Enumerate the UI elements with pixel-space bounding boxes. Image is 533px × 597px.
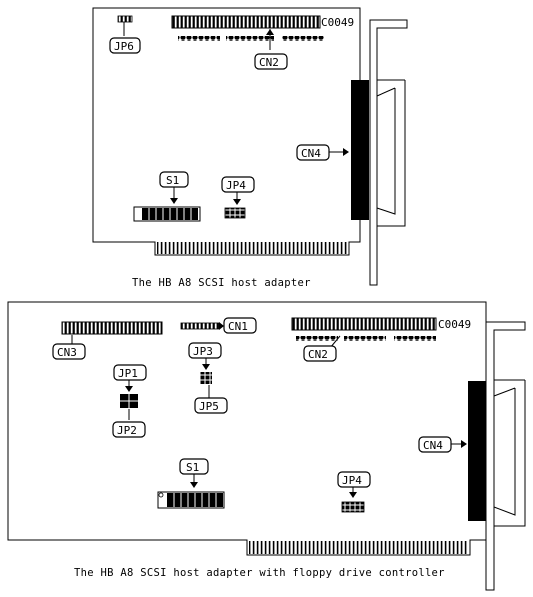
bottom-cn3-label: CN3: [57, 346, 77, 359]
bottom-jp3-tag: JP3: [188, 342, 222, 359]
bottom-cn1-tag: CN1: [223, 317, 257, 334]
bottom-jp1-tag: JP1: [113, 364, 147, 381]
top-caption: The HB A8 SCSI host adapter: [132, 277, 311, 289]
bottom-jp5-tag: JP5: [194, 397, 228, 414]
top-jp6-tag: JP6: [109, 37, 141, 54]
top-s1-tag: S1: [159, 171, 189, 188]
bottom-cn4-tag: CN4: [418, 436, 452, 453]
bottom-jp1-jp2-jumpers: [120, 394, 138, 408]
bottom-jp3-jumper: [200, 372, 212, 384]
top-cn2-label: CN2: [259, 56, 279, 69]
top-jp4-jumper: [224, 207, 246, 219]
bottom-cn2-beads-mid: [344, 336, 386, 341]
bottom-s1-label: S1: [186, 461, 199, 474]
top-cn2-tag: CN2: [254, 53, 288, 70]
bottom-diagram: CN3 CN1 C0049 CN2 JP3 JP5: [7, 301, 526, 591]
bottom-cn4-connector: [468, 381, 486, 521]
bottom-cn1-header: [180, 322, 220, 330]
bottom-edge-connector: [249, 541, 468, 554]
bottom-jp5-label: JP5: [199, 400, 219, 413]
bottom-jp1-label: JP1: [118, 367, 138, 380]
bottom-jp4-tag: JP4: [337, 471, 371, 488]
top-cn4-label: CN4: [301, 147, 321, 160]
bottom-jp2-tag: JP2: [112, 421, 146, 438]
bottom-cn2-tag: CN2: [303, 345, 337, 362]
top-jp4-label: JP4: [226, 179, 246, 192]
bottom-cn3-tag: CN3: [52, 343, 86, 360]
top-jp6-jumper: [117, 15, 133, 23]
bottom-cn2-beads-right: [394, 336, 436, 341]
top-cn4-connector: [351, 80, 369, 220]
top-jp4-tag: JP4: [221, 176, 255, 193]
bottom-s1-switch: [157, 491, 225, 509]
top-s1-switch: [133, 206, 201, 222]
top-part-number: C0049: [321, 16, 354, 29]
bottom-cn2-beads-left: [296, 336, 338, 341]
bottom-mounting-bracket: [485, 321, 526, 591]
bottom-jp2-label: JP2: [117, 424, 137, 437]
top-diagram: C0049 JP6 CN2 CN4 S1: [92, 7, 408, 289]
top-cn2-header: [171, 15, 321, 29]
bottom-s1-tag: S1: [179, 458, 209, 475]
bottom-part-number: C0049: [438, 318, 471, 331]
top-jp6-label: JP6: [114, 40, 134, 53]
bottom-jp4-jumper: [341, 501, 365, 513]
top-cn2-beads-right: [282, 36, 324, 41]
bottom-cn2-header: [291, 317, 437, 331]
bottom-jp4-label: JP4: [342, 474, 362, 487]
top-cn2-beads-mid: [226, 36, 274, 41]
top-edge-connector: [157, 242, 347, 254]
top-cn2-beads-left: [178, 36, 220, 41]
top-s1-label: S1: [166, 174, 179, 187]
bottom-cn1-label: CN1: [228, 320, 248, 333]
bottom-caption: The HB A8 SCSI host adapter with floppy …: [74, 567, 445, 579]
bottom-cn3-header: [61, 321, 163, 335]
bottom-jp3-label: JP3: [193, 345, 213, 358]
top-mounting-bracket: [369, 19, 408, 286]
bottom-cn4-label: CN4: [423, 439, 443, 452]
bottom-cn2-label: CN2: [308, 348, 328, 361]
top-cn4-tag: CN4: [296, 144, 330, 161]
